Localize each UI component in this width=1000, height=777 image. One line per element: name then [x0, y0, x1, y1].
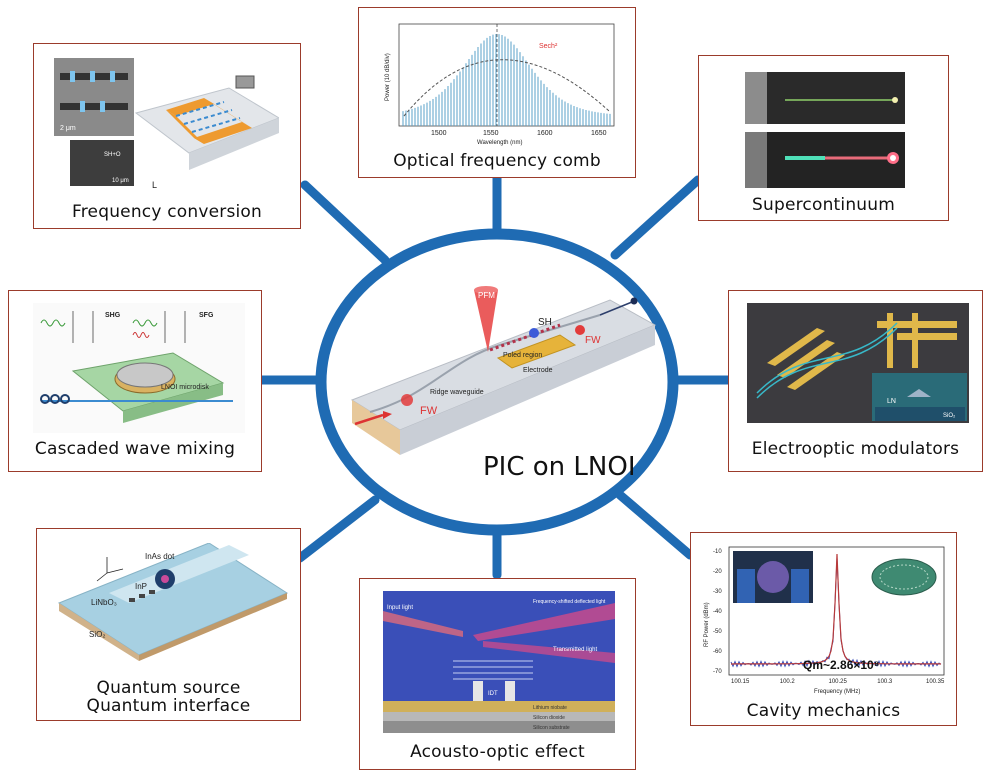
fw-output-spot: [575, 325, 585, 335]
ln-label: LN: [887, 398, 896, 405]
cavity-ytick: -30: [713, 589, 722, 595]
acousto-optic-image: Input light Frequency-shifted deflected …: [383, 591, 615, 733]
cavity-mechanics-image: -10 -20 -30 -40 -50 -60 -70 100.15 100.2 100.25 1…: [704, 546, 945, 695]
caption-acousto-optic: Acousto-optic effect: [410, 742, 585, 762]
caption-optical-frequency-comb: Optical frequency comb: [393, 151, 601, 171]
cavity-ytick: -10: [713, 549, 722, 555]
transmitted-label: Transmitted light: [553, 647, 597, 653]
scale-2um: 2 μm: [60, 125, 76, 132]
panel-frequency-conversion: 2 μm SH+O 10 μm L Frequency conversion: [33, 43, 301, 229]
axis-l-label: L: [152, 180, 157, 190]
caption-cascaded-wave-mixing: Cascaded wave mixing: [34, 439, 236, 459]
electrode-pad: [496, 334, 577, 369]
comb-xtick-1550: 1550: [483, 130, 499, 137]
optical-frequency-comb-image: Sech² Power (10 dB/div) 1500 1550 1600 1…: [385, 23, 615, 146]
microdisk-label: LNOI microdisk: [161, 384, 209, 391]
inas-label: InAs dot: [145, 552, 175, 561]
caption-supercontinuum: Supercontinuum: [751, 195, 896, 215]
layer-ln-label: Lithium niobate: [533, 705, 567, 711]
cavity-ytick: -70: [713, 669, 722, 675]
linbo3-label: LiNbO₃: [91, 598, 117, 607]
caption-quantum-source: Quantum source Quantum interface: [37, 679, 300, 715]
caption-electrooptic-modulators: Electrooptic modulators: [751, 439, 960, 459]
input-arrow: [354, 413, 384, 426]
pfm-label: PFM: [478, 291, 495, 300]
caption-quantum-source-line2: Quantum interface: [86, 696, 251, 716]
cavity-xtick: 100.3: [877, 679, 893, 685]
spoke-bottom-left: [295, 495, 380, 563]
spoke-top-right: [610, 175, 703, 260]
pfm-tip: [474, 290, 498, 352]
spoke-top-left: [300, 180, 390, 265]
q-factor-label: Qm~2.86×10⁸: [803, 658, 879, 672]
ridge-waveguide-label: Ridge waveguide: [430, 389, 484, 396]
comb-ylabel: Power (10 dB/div): [385, 53, 391, 101]
poled-region-label: Poled region: [503, 352, 542, 359]
cavity-ytick: -50: [713, 629, 722, 635]
panel-cavity-mechanics: -10 -20 -30 -40 -50 -60 -70 100.15 100.2 100.25 1…: [690, 532, 957, 726]
sh-label: SH: [538, 317, 552, 328]
frequency-conversion-image: 2 μm SH+O 10 μm L: [54, 58, 279, 190]
sh-spot: [529, 328, 539, 338]
cavity-ytick: -60: [713, 649, 722, 655]
cavity-xtick: 100.35: [926, 679, 945, 685]
fw-input-spot: [401, 394, 413, 406]
sio2-label: SiO₂: [943, 413, 956, 419]
fw-in-label: FW: [420, 405, 438, 417]
panel-supercontinuum: Supercontinuum: [698, 55, 949, 221]
comb-xtick-1650: 1650: [591, 130, 607, 137]
spoke-bottom-right: [615, 490, 695, 560]
sio2-qs-label: SiO₂: [89, 630, 105, 639]
fw-out-label: FW: [585, 335, 601, 346]
panel-electrooptic-modulators: LN SiO₂ Electrooptic modulators: [728, 290, 983, 472]
layer-si-label: Silicon substrate: [533, 725, 570, 731]
caption-frequency-conversion: Frequency conversion: [71, 202, 262, 222]
spokes: [257, 155, 733, 580]
cavity-xtick: 100.25: [829, 679, 848, 685]
sem-label: SH+O: [104, 152, 121, 158]
panel-optical-frequency-comb: Sech² Power (10 dB/div) 1500 1550 1600 1…: [358, 7, 636, 178]
cavity-ytick: -40: [713, 609, 722, 615]
cascaded-wave-mixing-image: SHG SFG LNOI microdisk: [33, 303, 245, 433]
sfg-label: SFG: [199, 312, 214, 319]
inp-label: InP: [135, 582, 147, 591]
idt-label: IDT: [488, 691, 498, 697]
scale-10um: 10 μm: [112, 178, 129, 184]
center-title: PIC on LNOI: [483, 452, 636, 482]
supercontinuum-image: [745, 72, 905, 188]
caption-cavity-mechanics: Cavity mechanics: [746, 701, 901, 721]
shg-label: SHG: [105, 312, 121, 319]
panel-acousto-optic: Input light Frequency-shifted deflected …: [359, 578, 636, 770]
caption-quantum-source-line1: Quantum source: [96, 678, 241, 698]
cavity-xtick: 100.2: [780, 679, 796, 685]
cavity-xtick: 100.15: [731, 679, 750, 685]
comb-xtick-1500: 1500: [431, 130, 447, 137]
quantum-source-image: InAs dot InP LiNbO₃ SiO₂: [57, 543, 289, 661]
sech-annotation: Sech²: [539, 43, 558, 50]
cavity-ylabel: RF Power (dBm): [704, 602, 710, 647]
layer-sio2-label: Silicon dioxide: [533, 715, 565, 721]
electrooptic-modulators-image: LN SiO₂: [747, 303, 969, 423]
freq-shifted-label: Frequency-shifted deflected light: [533, 599, 606, 605]
cavity-xlabel: Frequency (MHz): [814, 689, 860, 695]
comb-xtick-1600: 1600: [537, 130, 553, 137]
input-light-label: Input light: [387, 605, 413, 611]
cavity-ytick: -20: [713, 569, 722, 575]
panel-quantum-source: InAs dot InP LiNbO₃ SiO₂ Quantum source …: [36, 528, 301, 721]
panel-cascaded-wave-mixing: SHG SFG LNOI microdisk Cascaded wave mix…: [8, 290, 262, 472]
poled-region: [489, 323, 561, 352]
electrode-label: Electrode: [523, 367, 553, 374]
center-chip: PFM SH FW FW Poled region Electrode Ridg…: [350, 286, 657, 455]
comb-xlabel: Wavelength (nm): [477, 140, 522, 146]
